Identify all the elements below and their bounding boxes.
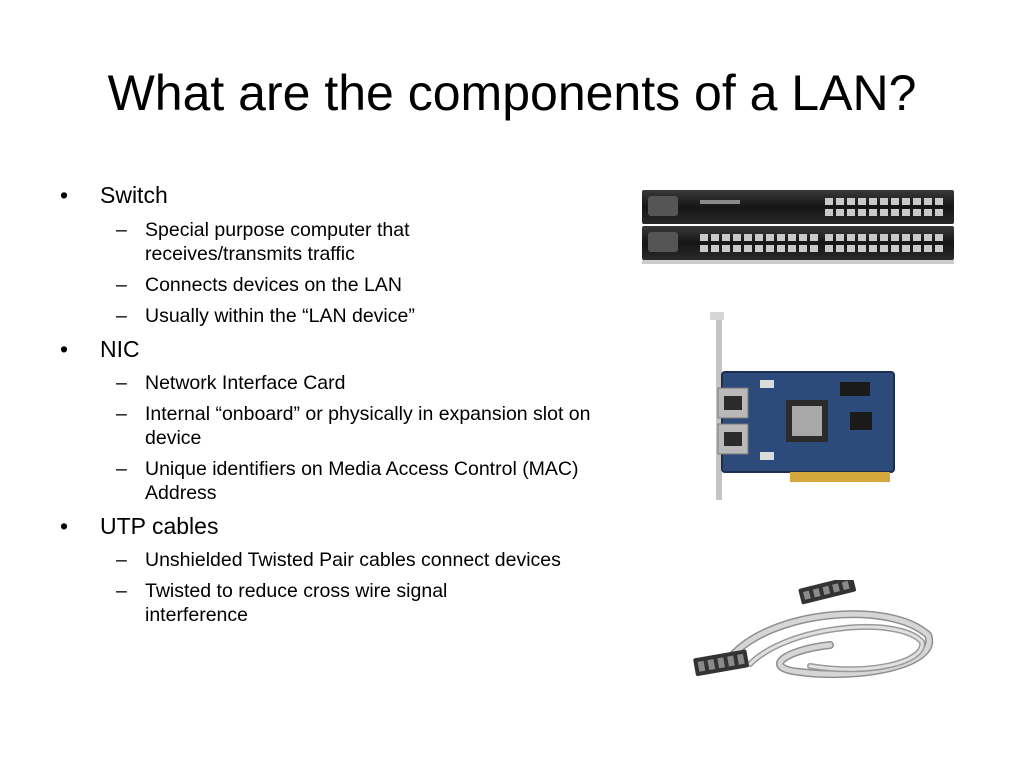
dash-mark: – <box>116 458 127 480</box>
sub-bullet: – Special purpose computer that receives… <box>58 218 628 266</box>
sub-bullet: – Connects devices on the LAN <box>58 273 628 297</box>
sub-bullet-text: Internal “onboard” or physically in expa… <box>145 403 591 449</box>
sub-bullet: – Internal “onboard” or physically in ex… <box>58 402 628 450</box>
sub-bullet: – Unshielded Twisted Pair cables connect… <box>58 548 628 572</box>
dash-mark: – <box>116 372 127 394</box>
sub-bullet-text: Usually within the “LAN device” <box>145 305 415 327</box>
slide-title: What are the components of a LAN? <box>107 65 917 121</box>
dash-mark: – <box>116 219 127 241</box>
bullet-nic: • NIC <box>58 334 628 364</box>
bullet-utp-cables: • UTP cables <box>58 511 628 541</box>
sub-bullet-text: Twisted to reduce cross wire signal inte… <box>145 580 448 626</box>
dash-mark: – <box>116 549 127 571</box>
dash-mark: – <box>116 403 127 425</box>
sub-bullet-text: Unique identifiers on Media Access Contr… <box>145 458 579 504</box>
sub-bullet: – Twisted to reduce cross wire signal in… <box>58 579 628 627</box>
bullet-dot: • <box>60 513 69 539</box>
bullet-text: UTP cables <box>100 513 219 539</box>
sub-bullet-text: Special purpose computer that receives/t… <box>145 219 410 265</box>
sub-bullet-text: Connects devices on the LAN <box>145 274 402 296</box>
bullet-dot: • <box>60 182 69 208</box>
utp-cable-image <box>693 580 934 679</box>
bullet-dot: • <box>60 336 69 362</box>
bullet-text: NIC <box>100 336 140 362</box>
sub-bullet: – Usually within the “LAN device” <box>58 304 628 328</box>
dash-mark: – <box>116 580 127 602</box>
sub-bullet: – Network Interface Card <box>58 371 628 395</box>
sub-bullet-text: Unshielded Twisted Pair cables connect d… <box>145 549 561 571</box>
network-interface-card-image <box>710 312 895 500</box>
dash-mark: – <box>116 274 127 296</box>
bullet-list: • Switch – Special purpose computer that… <box>58 180 628 627</box>
sub-bullet: – Unique identifiers on Media Access Con… <box>58 457 628 505</box>
bullet-text: Switch <box>100 182 168 208</box>
sub-bullet-text: Network Interface Card <box>145 372 346 394</box>
network-switch-image <box>642 190 954 264</box>
dash-mark: – <box>116 305 127 327</box>
bullet-switch: • Switch <box>58 180 628 210</box>
